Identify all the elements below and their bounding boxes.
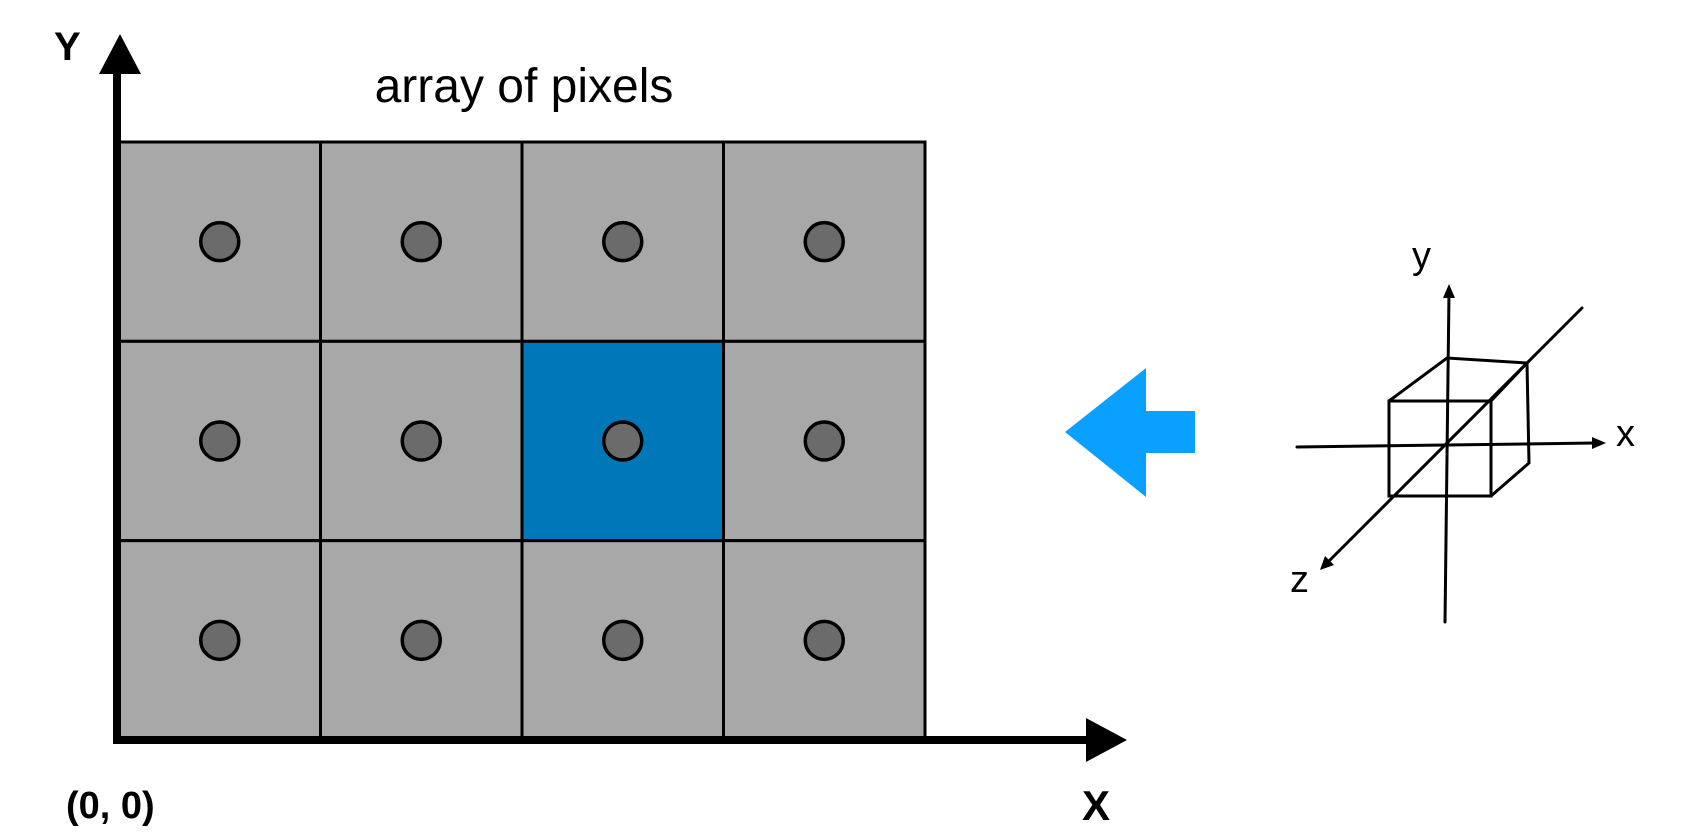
3d-z-label: z	[1290, 559, 1309, 601]
y-axis-arrowhead	[99, 34, 141, 74]
pixel-center-dot	[602, 619, 644, 662]
3d-x-label: x	[1616, 413, 1635, 455]
pixel-center-dot	[400, 220, 442, 263]
3d-y-axis	[1443, 290, 1451, 624]
pixel-center-dot	[400, 420, 442, 462]
pixel-center-dot	[803, 420, 845, 462]
pixel-center-dot	[199, 220, 241, 263]
pixel-center-dot	[602, 420, 644, 462]
pixel-center-dot	[602, 220, 644, 263]
pixel-center-dot	[803, 619, 845, 662]
x-axis-arrowhead	[1086, 718, 1127, 762]
3d-z-arrowhead	[1320, 556, 1334, 570]
y-axis-label: Y	[54, 25, 81, 69]
origin-label: (0, 0)	[66, 785, 155, 827]
left-arrow-icon	[1065, 368, 1195, 497]
diagram-title: array of pixels	[375, 60, 674, 113]
3d-y-label: y	[1412, 235, 1431, 277]
x-axis-label: X	[1082, 782, 1110, 829]
pixel-center-dot	[400, 619, 442, 662]
cube	[1387, 356, 1531, 498]
pixel-center-dot	[803, 220, 845, 263]
pixel-center-dot	[199, 619, 241, 662]
3d-coordinate-system	[1295, 290, 1597, 624]
3d-y-arrowhead	[1443, 284, 1455, 298]
3d-x-arrowhead	[1592, 437, 1606, 449]
pixel-center-dot	[199, 420, 241, 462]
pixel-grid	[117, 140, 927, 742]
3d-z-axis	[1324, 306, 1584, 566]
pixel-cell	[722, 339, 927, 543]
